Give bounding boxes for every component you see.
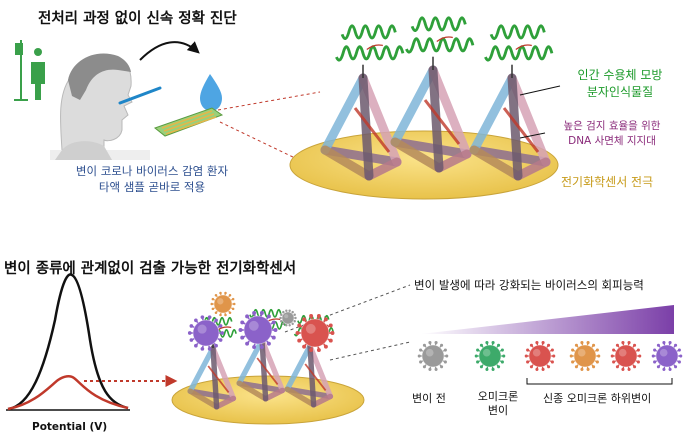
- receptor-label: 인간 수용체 모방 분자인식물질: [560, 67, 680, 101]
- virus-icon-sub-4: [651, 341, 683, 371]
- free-virus-orange: [210, 291, 236, 317]
- scaffold-label-line1: 높은 검지 효율을 위한: [563, 120, 661, 132]
- dna-tetrahedron-1: [320, 73, 402, 181]
- variant-label-omicron: 오미크론 변이: [468, 390, 528, 418]
- bottom-title: 변이 종류에 관계없이 검출 가능한 전기화학센서: [4, 261, 297, 277]
- receptor-molecule-1: [335, 24, 405, 78]
- patient-caption-line1: 변이 코로나 바이러스 감염 환자: [75, 164, 229, 178]
- virus-icon-sub-2: [569, 341, 601, 371]
- patient-head: [50, 53, 150, 160]
- top-title: 전처리 과정 없이 신속 정확 진단: [38, 11, 237, 27]
- sensor-strip-icon: [153, 107, 224, 137]
- bound-virus-3: [295, 313, 335, 353]
- virus-icon-sub-1: [524, 341, 556, 371]
- scaffold-label-line2: DNA 사면체 지지대: [568, 135, 656, 147]
- bound-virus-1: [187, 315, 225, 351]
- patient-caption: 변이 코로나 바이러스 감염 환자 타액 샘플 곧바로 적용: [62, 163, 242, 195]
- receptor-molecule-3: [484, 24, 554, 78]
- variant-label-pre: 변이 전: [412, 392, 446, 405]
- signal-peak-red: [7, 375, 129, 411]
- curved-arrow: [139, 41, 200, 61]
- bound-virus-2: [238, 310, 278, 350]
- variant-label-omicron-line2: 변이: [487, 404, 509, 417]
- receptor-label-line1: 인간 수용체 모방: [577, 68, 663, 82]
- variant-label-sub: 신종 오미크론 하위변이: [543, 392, 652, 405]
- gradient-label: 변이 발생에 따라 강화되는 바이러스의 회피능력: [414, 278, 644, 292]
- iv-stand-icon: [14, 40, 45, 101]
- free-virus-gray: [279, 309, 297, 327]
- dna-tetrahedron-2: [390, 65, 472, 173]
- xaxis-label: Potential (V): [32, 421, 108, 433]
- receptor-molecule-2: [405, 16, 475, 70]
- electrode-label: 전기화학센서 전극: [561, 175, 654, 189]
- virus-icon-pre: [417, 341, 449, 371]
- dna-tetrahedron-bottom-3: [284, 343, 334, 408]
- dna-tetrahedron-bottom-2: [236, 337, 286, 402]
- dna-tetrahedron-3: [469, 73, 551, 181]
- swab-stick: [118, 86, 162, 105]
- voltammogram: [6, 273, 130, 411]
- receptor-label-line2: 분자인식물질: [586, 85, 654, 99]
- scaffold-label: 높은 검지 효율을 위한 DNA 사면체 지지대: [542, 119, 682, 149]
- saliva-drop-icon: [200, 74, 222, 111]
- patient-caption-line2: 타액 샘플 곧바로 적용: [98, 180, 206, 194]
- virus-icon-sub-3: [610, 341, 642, 371]
- evasion-gradient-bar: [420, 305, 674, 334]
- signal-peak-black: [7, 273, 129, 411]
- subvariant-bracket: [526, 378, 673, 385]
- scaffold-pointer: [519, 132, 546, 139]
- dna-tetrahedron-bottom-1: [187, 345, 237, 410]
- receptor-pointer: [519, 85, 561, 96]
- virus-icon-omicron: [474, 341, 506, 371]
- electrode-disk: [289, 130, 559, 200]
- variant-label-omicron-line1: 오미크론: [477, 390, 519, 403]
